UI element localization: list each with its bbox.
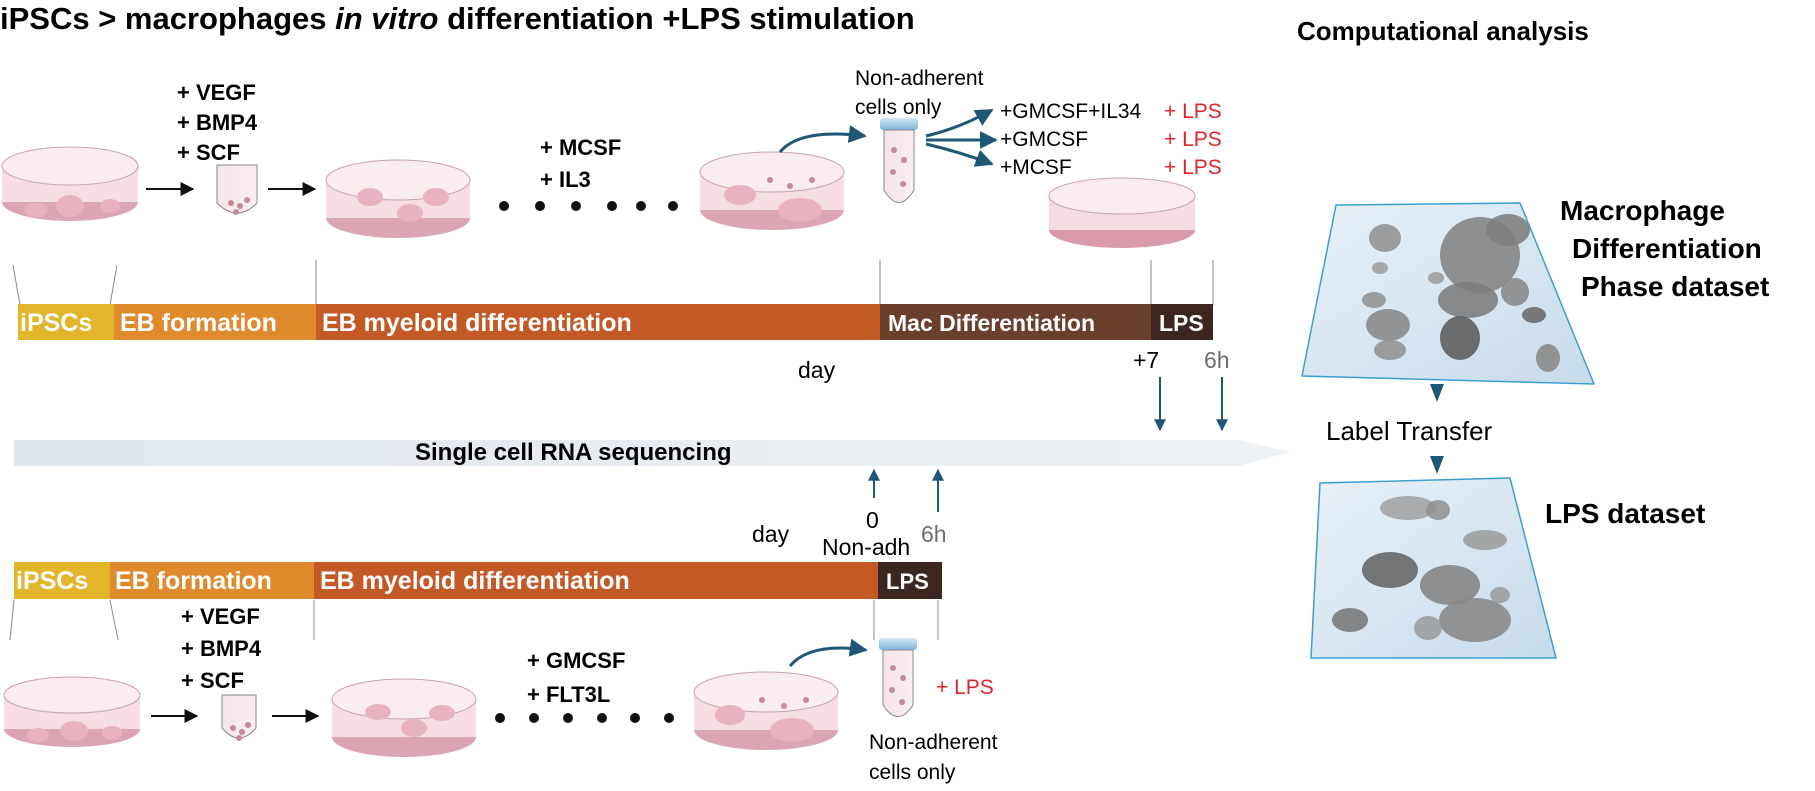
- bottom-seg-lps: [878, 562, 942, 599]
- svg-text:+ SCF: + SCF: [181, 668, 244, 693]
- bottom-tube-nonadherent: [879, 638, 917, 717]
- svg-text:+ BMP4: + BMP4: [181, 636, 262, 661]
- svg-text:LPS: LPS: [1159, 310, 1204, 336]
- bottom-seg-eb-formation: [110, 562, 314, 599]
- svg-text:Phase dataset: Phase dataset: [1581, 271, 1769, 302]
- top-conditions: +GMCSF+IL34 +GMCSF +MCSF + LPS + LPS + L…: [1000, 100, 1222, 179]
- top-tube-eb: [216, 164, 258, 215]
- top-connector-lines: [12, 260, 1214, 306]
- dataset1-label: Macrophage Differentiation Phase dataset: [1560, 195, 1769, 302]
- bottom-non-adh-label: Non-adh: [822, 534, 910, 560]
- umap-clusters-1: [1362, 214, 1560, 372]
- label-transfer-text: Label Transfer: [1326, 416, 1493, 446]
- svg-text:Differentiation: Differentiation: [1572, 233, 1762, 264]
- bottom-connector-lines: [9, 599, 939, 641]
- svg-text:+ LPS: + LPS: [1164, 156, 1222, 179]
- svg-text:+MCSF: +MCSF: [1000, 156, 1072, 179]
- svg-text:+ GMCSF: + GMCSF: [527, 648, 625, 673]
- top-dish-eb: [325, 159, 471, 238]
- bottom-seg-eb-myeloid: [314, 562, 878, 599]
- top-curved-arrow: [778, 125, 867, 154]
- top-factors-1: + VEGF + BMP4 + SCF: [177, 80, 258, 165]
- top-dish-myeloid: [699, 151, 845, 230]
- bottom-ellipsis-dots: [495, 713, 674, 723]
- svg-text:+ LPS: + LPS: [1164, 100, 1222, 123]
- bottom-timepoint-6h: 6h: [921, 521, 947, 547]
- sequencing-label: Single cell RNA sequencing: [415, 439, 732, 466]
- bottom-non-adherent-text: Non-adherent cells only: [869, 731, 998, 784]
- bottom-dish-ipsc: [3, 676, 141, 747]
- bottom-seg-ipsc: [14, 562, 110, 599]
- bottom-factors-1: + VEGF + BMP4 + SCF: [181, 604, 262, 693]
- title-part-3: differentiation +LPS stimulation: [438, 1, 914, 36]
- svg-text:+ MCSF: + MCSF: [540, 135, 621, 160]
- panel-macrophage-differentiation: [1301, 202, 1596, 385]
- top-seg-mac-diff: [880, 304, 1151, 340]
- svg-text:+ BMP4: + BMP4: [177, 110, 258, 135]
- bottom-lps-label: + LPS: [936, 676, 994, 699]
- svg-text:Non-adherent: Non-adherent: [869, 731, 998, 754]
- svg-text:EB formation: EB formation: [120, 309, 277, 337]
- top-seg-ipsc: [18, 304, 114, 340]
- svg-text:Mac Differentiation: Mac Differentiation: [888, 310, 1095, 336]
- bottom-factors-2: + GMCSF + FLT3L: [527, 648, 625, 707]
- svg-text:LPS: LPS: [886, 569, 929, 594]
- label-transfer-arrow-1: [1430, 384, 1444, 402]
- bottom-dish-myeloid: [693, 671, 839, 750]
- svg-text:cells only: cells only: [855, 96, 942, 119]
- top-dish-ipsc: [1, 146, 139, 221]
- bottom-timepoint-0: 0: [866, 507, 879, 533]
- top-dish-mac: [1048, 177, 1196, 248]
- top-non-adherent-text: Non-adherent cells only: [855, 67, 984, 119]
- bottom-curved-arrow: [788, 638, 868, 667]
- umap-clusters-2: [1332, 496, 1511, 642]
- top-timepoint-6h: 6h: [1204, 347, 1230, 373]
- svg-text:+GMCSF+IL34: +GMCSF+IL34: [1000, 100, 1142, 123]
- sequencing-band: [14, 440, 1290, 466]
- svg-text:iPSCs: iPSCs: [20, 309, 92, 337]
- label-transfer-arrow-2: [1430, 456, 1444, 474]
- diagram-title: iPSCs > macrophages in vitro differentia…: [0, 1, 915, 36]
- svg-text:+ VEGF: + VEGF: [181, 604, 260, 629]
- svg-text:+GMCSF: +GMCSF: [1000, 128, 1088, 151]
- top-seg-eb-formation: [114, 304, 316, 340]
- svg-text:EB myeloid differentiation: EB myeloid differentiation: [322, 309, 632, 337]
- title-part-2: in vitro: [335, 1, 438, 36]
- title-part-1: iPSCs > macrophages: [0, 1, 335, 36]
- top-timeline: iPSCs EB formation EB myeloid differenti…: [18, 304, 1213, 340]
- svg-text:+ FLT3L: + FLT3L: [527, 682, 610, 707]
- top-branch-arrows: [925, 108, 998, 167]
- panel-lps: [1310, 477, 1557, 659]
- dataset2-label: LPS dataset: [1545, 498, 1705, 529]
- svg-text:+ LPS: + LPS: [1164, 128, 1222, 151]
- top-seg-lps: [1151, 304, 1213, 340]
- svg-text:iPSCs: iPSCs: [16, 567, 88, 595]
- bottom-tube-eb: [221, 694, 257, 741]
- svg-text:Macrophage: Macrophage: [1560, 195, 1725, 226]
- svg-text:+ IL3: + IL3: [540, 167, 591, 192]
- top-timepoint-plus7: +7: [1133, 347, 1159, 373]
- bottom-timeline: iPSCs EB formation EB myeloid differenti…: [14, 562, 942, 599]
- svg-text:EB myeloid differentiation: EB myeloid differentiation: [320, 567, 630, 595]
- top-factors-2: + MCSF + IL3: [540, 135, 621, 192]
- top-day-label: day: [798, 357, 836, 383]
- bottom-dish-eb: [331, 678, 477, 757]
- top-ellipsis-dots: [499, 201, 678, 211]
- svg-text:+ SCF: + SCF: [177, 140, 240, 165]
- svg-text:EB formation: EB formation: [115, 567, 272, 595]
- svg-text:Non-adherent: Non-adherent: [855, 67, 984, 90]
- bottom-day-label: day: [752, 521, 790, 547]
- svg-text:cells only: cells only: [869, 761, 956, 784]
- top-tube-nonadherent: [880, 118, 918, 203]
- computational-heading: Computational analysis: [1297, 16, 1589, 46]
- svg-text:+ VEGF: + VEGF: [177, 80, 256, 105]
- top-seg-eb-myeloid: [316, 304, 880, 340]
